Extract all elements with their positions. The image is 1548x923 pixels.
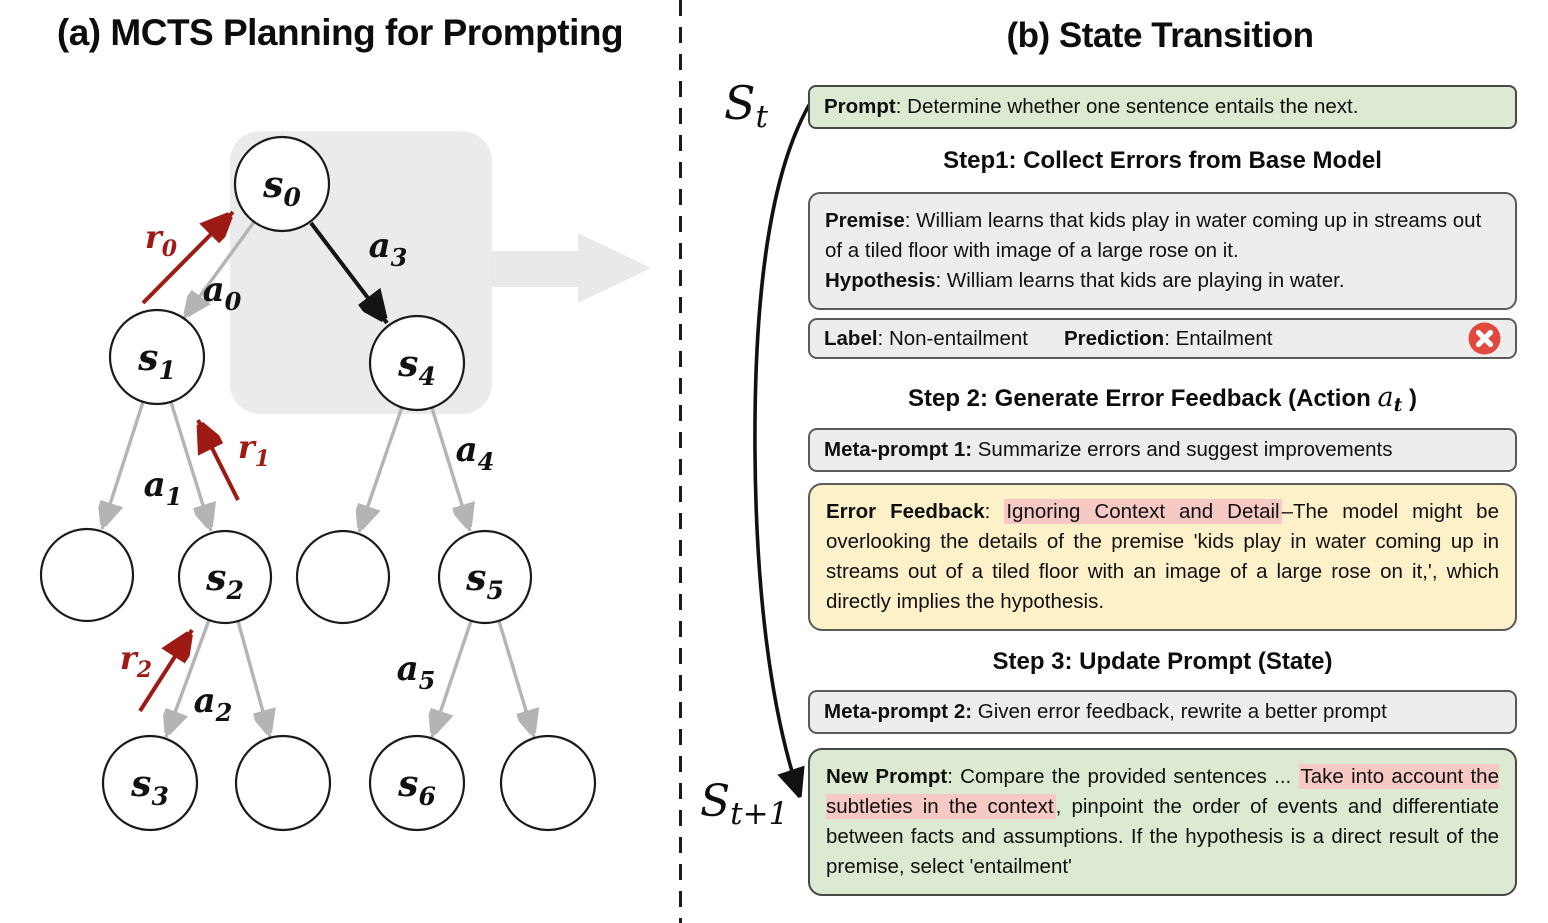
- hypothesis-text: : William learns that kids are playing i…: [935, 269, 1345, 292]
- reward-label-r1: r1: [238, 428, 270, 472]
- prompt-box: Prompt: Determine whether one sentence e…: [808, 85, 1517, 129]
- edge-s4-left: [359, 406, 404, 532]
- tree-node-empty-1: [39, 527, 135, 623]
- reward-label-r0: r0: [145, 218, 178, 262]
- meta-prompt-2-label: Meta-prompt 2:: [824, 700, 973, 723]
- step2-heading-close: ): [1402, 385, 1418, 412]
- label-label: Label: [824, 326, 878, 350]
- step2-heading-text: Step 2: Generate Error Feedback (Action: [907, 385, 1378, 412]
- action-label-a1: a1: [144, 465, 183, 511]
- meta-prompt-1-box: Meta-prompt 1: Summarize errors and sugg…: [808, 428, 1517, 472]
- node-label-s4: s4: [397, 343, 436, 391]
- hypothesis-line: Hypothesis: William learns that kids are…: [825, 266, 1500, 296]
- reward-arrow-r2: [138, 630, 192, 713]
- new-prompt-pre: : Compare the provided sentences ...: [947, 765, 1299, 788]
- node-label-s2: s2: [205, 557, 244, 605]
- step3-heading: Step 3: Update Prompt (State): [992, 648, 1333, 675]
- error-feedback-box: Error Feedback: Ignoring Context and Det…: [808, 483, 1517, 631]
- prediction-value: : Entailment: [1164, 326, 1273, 350]
- edge-s5-right: [497, 620, 534, 738]
- prediction-group: Prediction: Entailment: [1064, 324, 1273, 354]
- premise-label: Premise: [825, 209, 905, 232]
- error-feedback-label: Error Feedback: [826, 500, 985, 523]
- error-feedback-text: –The model might be overlooking the deta…: [826, 500, 1499, 613]
- action-label-a5: a5: [397, 649, 436, 695]
- panel-divider: [679, 0, 682, 923]
- reward-arrow-r0: [141, 212, 233, 305]
- node-label-s0: s0: [262, 164, 301, 212]
- label-value: : Non-entailment: [877, 326, 1028, 350]
- hypothesis-label: Hypothesis: [825, 269, 936, 292]
- action-label-a2: a2: [194, 681, 233, 727]
- expand-arrow-icon: [491, 233, 651, 303]
- edge-s1-left: [102, 401, 145, 529]
- tree-node-empty-3: [234, 734, 332, 832]
- reward-label-r2: r2: [120, 639, 152, 683]
- state-t-label: St: [724, 76, 768, 135]
- prediction-label: Prediction: [1063, 326, 1165, 350]
- label-prediction-box: Label: Non-entailment Prediction: Entail…: [808, 318, 1517, 359]
- left-panel-title: (a) MCTS Planning for Prompting: [56, 12, 624, 53]
- tree-node-s6: [368, 734, 466, 832]
- step1-heading: Step1: Collect Errors from Base Model: [943, 147, 1382, 174]
- tree-node-empty-4: [499, 734, 597, 832]
- step2-heading: Step 2: Generate Error Feedback (Action …: [808, 382, 1517, 416]
- meta-prompt-2-box: Meta-prompt 2: Given error feedback, rew…: [808, 690, 1517, 734]
- edge-s2-right: [236, 620, 270, 738]
- node-label-s1: s1: [137, 337, 176, 385]
- right-panel-title: (b) State Transition: [1006, 16, 1314, 55]
- action-label-a0: a0: [203, 270, 242, 316]
- tree-node-s0: [233, 135, 331, 233]
- tree-node-s1: [108, 308, 206, 406]
- error-icon: [1468, 322, 1501, 355]
- state-transition-arrow: [753, 99, 814, 838]
- error-feedback-highlight: Ignoring Context and Detail: [1004, 499, 1282, 524]
- edge-a1: [169, 401, 211, 532]
- node-label-s3: s3: [130, 763, 169, 811]
- tree-node-s3: [101, 734, 199, 832]
- reward-arrow-r1: [196, 420, 240, 501]
- node-label-s5: s5: [465, 557, 504, 605]
- premise-box: Premise: William learns that kids play i…: [808, 192, 1517, 310]
- tree-node-s2: [177, 529, 273, 625]
- action-math-sub: t: [1393, 394, 1403, 416]
- new-prompt-label: New Prompt: [826, 765, 948, 788]
- node-label-s6: s6: [397, 763, 436, 811]
- action-label-a3: a3: [369, 226, 408, 272]
- meta-prompt-1-label: Meta-prompt 1:: [824, 438, 973, 461]
- tree-node-s4: [368, 314, 466, 412]
- edge-a0: [184, 220, 256, 318]
- tree-node-empty-2: [295, 529, 391, 625]
- edge-a2: [166, 619, 211, 737]
- premise-line: Premise: William learns that kids play i…: [825, 206, 1500, 266]
- new-prompt-post: , pinpoint the order of events and diffe…: [826, 795, 1499, 878]
- meta-prompt-1-text: Summarize errors and suggest improvement…: [972, 438, 1393, 461]
- edge-a3: [309, 221, 387, 323]
- edge-a5: [432, 620, 473, 737]
- edge-a4: [430, 407, 470, 532]
- prompt-text: : Determine whether one sentence entails…: [895, 95, 1359, 118]
- meta-prompt-2-text: Given error feedback, rewrite a better p…: [972, 700, 1387, 723]
- action-math-var: a: [1377, 382, 1394, 413]
- premise-text: : William learns that kids play in water…: [825, 209, 1482, 262]
- tree-node-s5: [437, 529, 533, 625]
- action-label-a4: a4: [456, 430, 495, 476]
- error-feedback-colon: :: [984, 500, 1005, 523]
- state-t-plus-1-label: St+1: [700, 776, 789, 832]
- new-prompt-box: New Prompt: Compare the provided sentenc…: [808, 748, 1517, 896]
- prompt-label: Prompt: [824, 95, 896, 118]
- label-group: Label: Non-entailment: [824, 324, 1028, 354]
- mcts-tree-diagram: s0 s1 s4 s2 s5 s3 s6 a0 a3 a1 a2 a4 a5 r…: [39, 131, 651, 832]
